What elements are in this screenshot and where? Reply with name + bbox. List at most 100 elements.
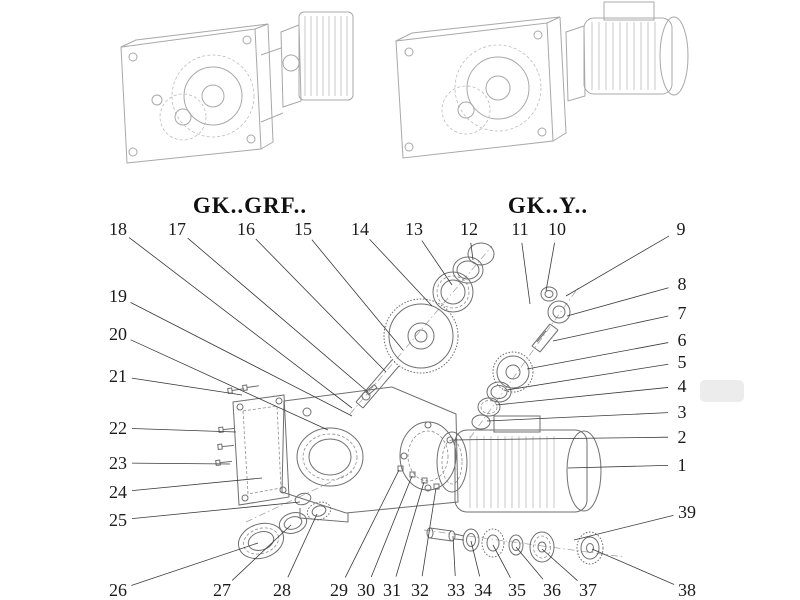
callout-number-34: 34 [474, 580, 492, 600]
callout-number-27: 27 [213, 580, 231, 600]
callout-number-2: 2 [678, 427, 687, 447]
leader-line-9 [565, 235, 670, 297]
leader-line-20 [130, 339, 329, 431]
model-label-grf: GK..GRF.. [193, 193, 307, 218]
leader-line-29 [344, 469, 400, 578]
callout-number-37: 37 [579, 580, 597, 600]
callout-number-31: 31 [383, 580, 401, 600]
electric-motor-y [583, 1, 689, 96]
side-plate-gasket [232, 394, 290, 506]
callout-number-26: 26 [109, 580, 127, 600]
callout-number-7: 7 [678, 303, 687, 323]
callout-number-24: 24 [109, 482, 127, 502]
callout-number-39: 39 [678, 502, 696, 522]
callout-number-25: 25 [109, 510, 127, 530]
cover-bolts [215, 384, 259, 467]
callout-number-8: 8 [678, 274, 687, 294]
leader-line-12 [470, 242, 474, 261]
leader-line-37 [541, 548, 578, 581]
callout-number-16: 16 [237, 219, 255, 239]
callout-number-19: 19 [109, 286, 127, 306]
callout-number-4: 4 [678, 376, 687, 396]
leader-line-23 [131, 462, 231, 465]
callout-number-17: 17 [168, 219, 186, 239]
model-label-y: GK..Y.. [508, 193, 588, 218]
callout-number-29: 29 [330, 580, 348, 600]
callout-number-22: 22 [109, 418, 127, 438]
axis-output-bearings [245, 471, 353, 523]
leader-line-39 [573, 514, 674, 541]
leader-line-16 [255, 238, 387, 373]
electric-motor [436, 415, 602, 513]
leader-line-31 [395, 481, 425, 577]
axis-pinion-stack [469, 287, 579, 439]
callout-number-13: 13 [405, 219, 423, 239]
leader-line-2 [451, 436, 669, 441]
callout-number-33: 33 [447, 580, 465, 600]
leader-line-8 [566, 287, 669, 317]
callout-number-3: 3 [678, 402, 687, 422]
leader-line-7 [552, 315, 669, 342]
flange-bolts [397, 465, 440, 490]
callout-number-36: 36 [543, 580, 561, 600]
callout-number-35: 35 [508, 580, 526, 600]
callout-number-32: 32 [411, 580, 429, 600]
callout-number-5: 5 [678, 352, 687, 372]
gearbox-assembled-drawing-grf [120, 11, 354, 164]
callout-number-28: 28 [273, 580, 291, 600]
watermark-smudge [700, 380, 744, 402]
leader-line-27 [231, 524, 292, 581]
output-shaft-assembly [426, 527, 604, 565]
leader-line-10 [545, 242, 555, 292]
leader-line-28 [287, 513, 318, 578]
callout-number-18: 18 [109, 219, 127, 239]
callout-number-12: 12 [460, 219, 478, 239]
callout-number-38: 38 [678, 580, 696, 600]
leader-line-6 [526, 342, 669, 370]
leader-line-35 [492, 544, 511, 578]
pinion-shaft-stack [471, 286, 571, 430]
callout-number-1: 1 [678, 455, 687, 475]
callout-number-23: 23 [109, 453, 127, 473]
callout-number-6: 6 [678, 330, 687, 350]
leader-line-14 [369, 238, 433, 307]
leader-line-34 [470, 540, 481, 577]
output-bearings-rings [238, 492, 332, 560]
leader-line-18 [128, 237, 353, 409]
motor-adapter-y [565, 25, 586, 102]
leader-line-13 [421, 240, 453, 286]
leader-line-24 [131, 477, 263, 492]
input-flange-grf [260, 24, 302, 123]
upper-rings [452, 242, 495, 284]
leader-line-30 [370, 475, 413, 578]
leader-line-36 [515, 546, 544, 580]
leader-line-32 [421, 487, 437, 577]
leader-line-22 [131, 428, 237, 433]
leader-line-15 [311, 239, 404, 351]
callout-number-11: 11 [511, 219, 528, 239]
leader-line-4 [495, 387, 669, 406]
leader-lines [128, 235, 675, 586]
exploded-view [215, 242, 744, 565]
leader-line-19 [130, 302, 353, 417]
leader-line-33 [452, 535, 456, 577]
leader-line-3 [486, 412, 669, 422]
callout-number-30: 30 [357, 580, 375, 600]
callout-number-15: 15 [294, 219, 312, 239]
gearbox-assembled-drawing-y [395, 1, 689, 159]
leader-line-11 [521, 242, 531, 305]
callout-number-14: 14 [351, 219, 369, 239]
input-shaft [355, 359, 400, 409]
leader-line-5 [506, 363, 669, 391]
callout-number-9: 9 [677, 219, 686, 239]
leader-line-1 [567, 464, 669, 469]
callout-number-10: 10 [548, 219, 566, 239]
finned-cover-grf [298, 11, 354, 101]
leader-line-26 [131, 542, 259, 586]
leader-line-21 [131, 377, 243, 396]
leader-line-25 [131, 501, 301, 520]
large-gear [383, 298, 459, 374]
